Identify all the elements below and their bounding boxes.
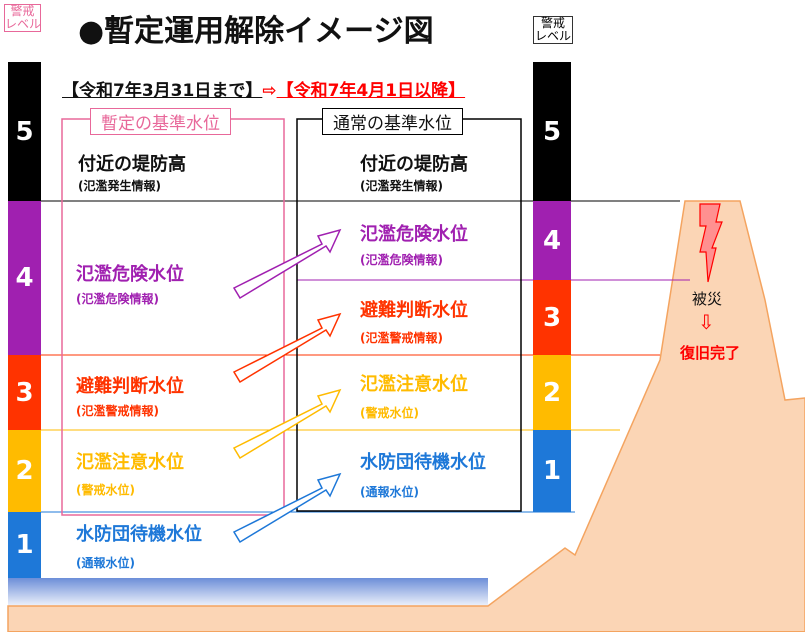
right-sub-3: (氾濫警戒情報) (360, 331, 443, 345)
level-tag-right: 警戒 レベル (533, 16, 573, 44)
right-level-2: 2 (533, 355, 571, 430)
right-name-4: 氾濫危険水位 (360, 224, 468, 245)
period-after: 【令和7年4月1日以降】 (276, 81, 466, 101)
lightning-icon (699, 203, 723, 283)
period-before: 【令和7年3月31日まで】 (62, 81, 263, 101)
page-title: ●暫定運用解除イメージ図 (78, 14, 434, 49)
period-header: 【令和7年3月31日まで】⇨【令和7年4月1日以降】 (62, 76, 465, 101)
arrow-1 (232, 472, 342, 544)
left-sub-4: (氾濫危険情報) (76, 292, 159, 306)
left-level-4: 4 (8, 201, 41, 355)
left-sub-2: (警戒水位) (76, 483, 135, 497)
right-level-1: 1 (533, 430, 571, 512)
level-tag-left: 警戒 レベル (4, 4, 42, 32)
right-level-3: 3 (533, 280, 571, 355)
levee-shape (7, 200, 805, 632)
right-name-5: 付近の堤防高 (360, 154, 468, 175)
right-sub-5: (氾濫発生情報) (360, 179, 443, 193)
damage-label: 被災 (692, 290, 723, 308)
right-level-5: 5 (533, 62, 571, 201)
left-name-3: 避難判断水位 (76, 376, 184, 397)
right-sub-4: (氾濫危険情報) (360, 253, 443, 267)
right-name-2: 氾濫注意水位 (360, 374, 468, 395)
right-level-4: 4 (533, 201, 571, 280)
left-sub-1: (通報水位) (76, 556, 135, 570)
restore-label: 復旧完了 (680, 344, 741, 362)
left-name-1: 水防団待機水位 (76, 524, 202, 545)
arrow-2 (232, 388, 342, 460)
arrow-3 (232, 312, 342, 384)
left-name-2: 氾濫注意水位 (76, 452, 184, 473)
left-sub-5: (氾濫発生情報) (78, 179, 161, 193)
left-level-1: 1 (8, 512, 41, 578)
right-sub-2: (警戒水位) (360, 406, 419, 420)
left-name-5: 付近の堤防高 (78, 154, 186, 175)
left-caption: 暫定の基準水位 (90, 108, 231, 135)
water-band (8, 578, 488, 606)
left-level-5: 5 (8, 62, 41, 201)
right-sub-1: (通報水位) (360, 485, 419, 499)
right-name-3: 避難判断水位 (360, 300, 468, 321)
right-caption: 通常の基準水位 (322, 108, 463, 135)
arrow-4 (232, 228, 342, 300)
period-arrow: ⇨ (262, 81, 277, 101)
left-level-2: 2 (8, 430, 41, 512)
right-name-1: 水防団待機水位 (360, 452, 486, 473)
left-name-4: 氾濫危険水位 (76, 264, 184, 285)
left-level-3: 3 (8, 355, 41, 430)
down-arrow-icon: ⇩ (698, 310, 715, 334)
left-sub-3: (氾濫警戒情報) (76, 404, 159, 418)
